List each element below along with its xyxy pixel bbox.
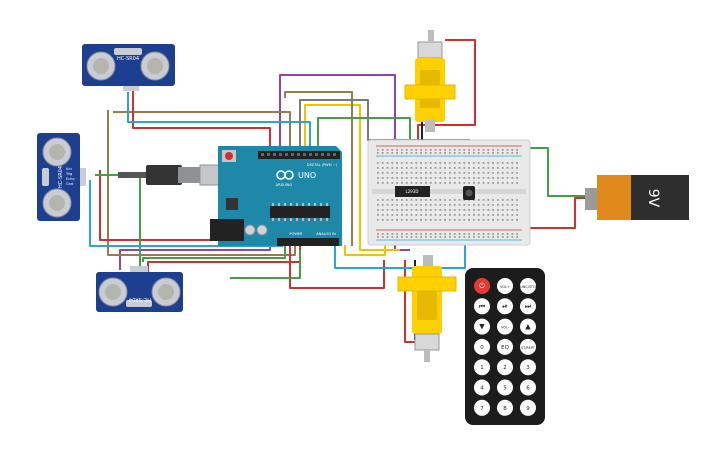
remote-button-1[interactable]: 1 <box>474 359 490 376</box>
remote-button-label: 0 <box>480 345 484 351</box>
wire-red-power <box>289 245 385 289</box>
remote-button-eq[interactable]: EQ <box>497 338 513 355</box>
remote-button-func-stop[interactable]: FUNC/STOP <box>518 278 538 294</box>
wire-purple-bottom <box>119 245 271 270</box>
remote-button-label: ST/REPT <box>521 346 536 350</box>
l293d-driver: L293D <box>395 186 430 197</box>
remote-button-label: EQ <box>501 345 509 351</box>
arduino-board <box>218 146 342 246</box>
remote-button-st-rept[interactable]: ST/REPT <box>520 338 536 355</box>
remote-button-vol-[interactable]: VOL- <box>497 318 513 335</box>
sensor-top-label: HC-SR04 <box>117 56 139 62</box>
remote-button-label: 6 <box>526 386 530 392</box>
sensor-left-pin-labels: Vcc Trig Echo Gnd <box>65 167 75 186</box>
wire-brown-2 <box>113 111 291 160</box>
remote-button-6[interactable]: 6 <box>520 379 536 396</box>
remote-button-2[interactable]: 2 <box>497 359 513 376</box>
remote-button-label: ⏯ <box>502 302 508 310</box>
arduino-uno: DIGITAL (PWM ~) UNO ARDUINO POWER A <box>118 146 342 246</box>
remote-button-label: ▼ <box>479 323 485 331</box>
ir-remote: ⏻ VOL+ FUNC/STOP ⏮ ⏯ ⏭ ▼ VOL- ▲ 0 EQ ST/REPT 1 2 3 4 5 6 7… <box>465 268 545 425</box>
pin-label-vcc: Vcc <box>66 167 72 171</box>
arduino-brand: ARDUINO <box>276 183 293 187</box>
wire-red-battery <box>520 197 588 229</box>
remote-button-8[interactable]: 8 <box>497 399 513 416</box>
battery-label: 9V <box>645 189 661 208</box>
sensor-bottom-label: HC-SR04 <box>129 296 151 302</box>
remote-button-play[interactable]: ⏯ <box>497 298 513 315</box>
dc-motor-bottom <box>397 255 457 362</box>
remote-button-down[interactable]: ▼ <box>474 318 490 335</box>
remote-button-label: 8 <box>503 406 507 412</box>
arduino-infinity-logo <box>276 170 294 180</box>
wire-yellow <box>304 104 400 251</box>
remote-button-label: VOL+ <box>500 285 510 289</box>
remote-button-label: FUNC/STOP <box>518 285 537 289</box>
pin-label-trig: Trig <box>65 172 72 176</box>
wire-red-top-sensor <box>132 88 271 160</box>
remote-button-prev[interactable]: ⏮ <box>474 298 490 315</box>
sensor-left-label: HC-SR04 <box>58 166 64 188</box>
remote-button-5[interactable]: 5 <box>497 379 513 396</box>
remote-button-7[interactable]: 7 <box>474 399 490 416</box>
remote-button-label: 2 <box>503 365 507 371</box>
remote-button-9[interactable]: 9 <box>520 399 536 416</box>
wire-brown-3 <box>284 91 353 246</box>
remote-button-label: ⏭ <box>525 302 532 310</box>
arduino-power-label: POWER <box>290 232 304 236</box>
remote-button-label: 5 <box>503 386 507 392</box>
wire-green-battery <box>522 147 588 197</box>
remote-button-label: ⏻ <box>479 282 485 290</box>
ir-receiver <box>463 186 475 200</box>
breadboard-holes <box>377 149 518 238</box>
wire-green-4 <box>230 250 301 279</box>
remote-button-power[interactable]: ⏻ <box>474 278 490 294</box>
wire-green-3 <box>142 245 286 262</box>
remote-button-label: VOL- <box>501 326 510 330</box>
arduino-model: UNO <box>298 171 316 180</box>
pin-label-gnd: Gnd <box>66 182 73 186</box>
remote-buttons: ⏻ VOL+ FUNC/STOP ⏮ ⏯ ⏭ ▼ VOL- ▲ 0 EQ ST/REPT 1 2 3 4 5 6 7… <box>474 278 538 416</box>
remote-button-vol-[interactable]: VOL+ <box>497 278 513 294</box>
arduino-analog-label: ANALOG IN <box>316 232 336 236</box>
remote-button-label: 9 <box>526 406 530 412</box>
ultrasonic-sensor-left: HC-SR04 Vcc Trig Echo Gnd <box>37 133 86 221</box>
ultrasonic-sensor-top: HC-SR04 <box>82 44 175 91</box>
driver-label: L293D <box>406 189 419 194</box>
remote-button-next[interactable]: ⏭ <box>520 298 536 315</box>
remote-button-0[interactable]: 0 <box>474 338 490 355</box>
remote-button-4[interactable]: 4 <box>474 379 490 396</box>
remote-button-label: 1 <box>480 365 484 371</box>
breadboard: L293D <box>367 139 531 246</box>
remote-button-label: 4 <box>480 386 484 392</box>
remote-button-label: 7 <box>480 406 484 412</box>
dc-motor-top <box>404 30 456 132</box>
remote-button-label: ⏮ <box>479 302 485 310</box>
remote-button-label: ▲ <box>525 323 531 331</box>
pin-label-echo: Echo <box>66 177 75 181</box>
wire-blue-1 <box>127 92 311 160</box>
remote-button-label: 3 <box>526 365 530 371</box>
remote-button-3[interactable]: 3 <box>520 359 536 376</box>
ultrasonic-sensor-bottom: HC-SR04 <box>96 266 183 312</box>
battery-9v: 9V <box>585 175 689 220</box>
wire-brown-1 <box>107 110 296 256</box>
remote-button-up[interactable]: ▲ <box>520 318 536 335</box>
arduino-digital-label: DIGITAL (PWM ~) <box>307 163 338 167</box>
